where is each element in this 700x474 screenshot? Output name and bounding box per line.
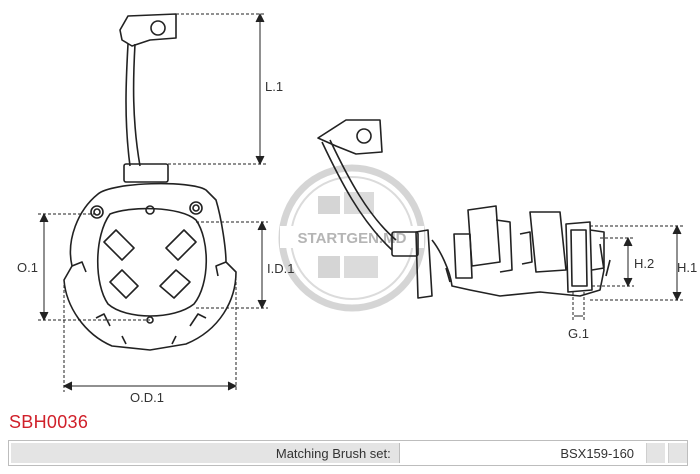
dim-label-l1: L.1 [265,79,283,94]
technical-drawing: STARTGEN.MD [17,12,697,405]
watermark-text: STARTGEN.MD [298,230,407,247]
dim-label-o1: O.1 [17,260,38,275]
brush-holder-top-view [63,13,237,351]
spec-empty-cell [645,443,665,463]
product-code: SBH0036 [9,412,89,432]
spec-label: Matching Brush set: [11,443,400,463]
spec-empty-cell-2 [668,443,688,463]
dim-label-od1: O.D.1 [130,390,164,405]
dim-label-h2: H.2 [634,256,654,271]
dimension-lines-left [38,12,268,392]
dim-label-id1: I.D.1 [267,261,294,276]
brush-holder-side-view [317,119,611,299]
dim-label-h1: H.1 [677,260,697,275]
dim-label-g1: G.1 [568,326,589,341]
spec-value: BSX159-160 [560,445,635,461]
dimension-lines-right [572,224,684,320]
spec-table: Matching Brush set: BSX159-160 [8,440,688,466]
